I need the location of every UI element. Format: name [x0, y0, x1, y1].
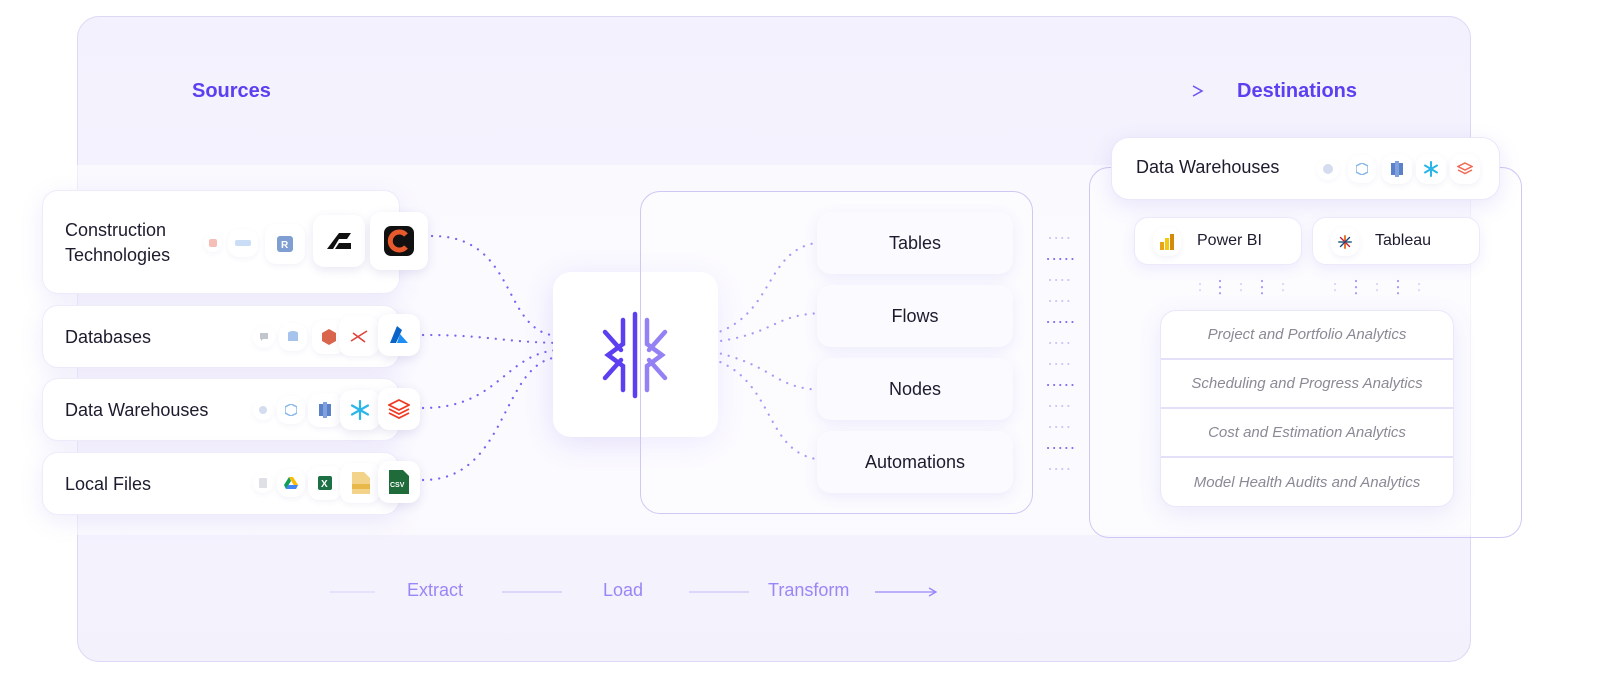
destinations-heading: Destinations [1237, 80, 1358, 102]
redshift-icon [308, 393, 342, 427]
analytics-list: Project and Portfolio Analytics Scheduli… [1160, 310, 1454, 507]
redshift-icon [1382, 154, 1412, 184]
generic-blue-icon [228, 229, 258, 257]
hex-icon [1348, 155, 1376, 183]
middle-dotted-bars [1047, 237, 1079, 470]
file-icon [253, 473, 273, 493]
databricks-icon [378, 388, 420, 430]
bi-dotted-bars [1198, 279, 1421, 299]
elt-lines [330, 587, 938, 597]
json-file-icon [340, 463, 380, 503]
chat-icon [253, 326, 275, 348]
source-dotted-links [421, 234, 562, 482]
excel-icon: X [308, 466, 342, 500]
sources-to-destinations-arrow [345, 85, 1204, 97]
databricks-icon [1450, 154, 1480, 184]
output-dotted-links [703, 240, 830, 462]
sql-server-icon [339, 316, 379, 356]
elt-load: Load [603, 580, 644, 600]
output-nodes[interactable]: Nodes [817, 358, 1013, 420]
elt-extract: Extract [407, 580, 464, 600]
output-flows[interactable]: Flows [817, 285, 1013, 347]
hex-icon [277, 396, 305, 424]
azure-icon [378, 314, 420, 356]
google-drive-icon [277, 469, 305, 497]
analytics-item[interactable]: Cost and Estimation Analytics [1161, 409, 1453, 458]
source-label: Data Warehouses [65, 400, 209, 420]
sources-heading: Sources [192, 80, 271, 102]
analytics-item[interactable]: Scheduling and Progress Analytics [1161, 360, 1453, 409]
database-icon [279, 323, 307, 351]
tableau-card[interactable]: Tableau [1312, 217, 1480, 265]
svg-text:R: R [281, 240, 289, 251]
csv-file-icon: CSV [378, 461, 420, 503]
output-automations[interactable]: Automations [817, 431, 1013, 493]
tableau-label: Tableau [1375, 232, 1432, 249]
logo-icon [602, 311, 668, 399]
svg-text:X: X [321, 479, 328, 490]
snowflake-icon [1416, 154, 1446, 184]
generic-icon [253, 400, 273, 420]
power-bi-label: Power BI [1197, 232, 1262, 249]
tableau-icon [1331, 228, 1359, 256]
power-bi-icon [1153, 228, 1181, 256]
analytics-item[interactable]: Project and Portfolio Analytics [1161, 311, 1453, 360]
elt-transform: Transform [768, 580, 850, 600]
c-logo-icon [370, 212, 428, 270]
analytics-item[interactable]: Model Health Audits and Analytics [1193, 474, 1421, 491]
dest-data-warehouses-label: Data Warehouses [1136, 157, 1280, 177]
source-label: Local Files [65, 474, 152, 494]
generic-red-icon [204, 234, 222, 252]
output-tables[interactable]: Tables [817, 212, 1013, 274]
autodesk-icon [313, 215, 365, 267]
csv-icon-text: CSV [390, 482, 405, 489]
generic-icon [1317, 158, 1339, 180]
source-label: Construction Technologies [65, 220, 171, 265]
source-label: Databases [65, 327, 152, 347]
r-icon: R [265, 224, 305, 264]
snowflake-icon [340, 390, 380, 430]
power-bi-card[interactable]: Power BI [1134, 217, 1302, 265]
hub-card [553, 272, 718, 437]
dest-data-warehouses-card[interactable]: Data Warehouses [1111, 137, 1500, 200]
